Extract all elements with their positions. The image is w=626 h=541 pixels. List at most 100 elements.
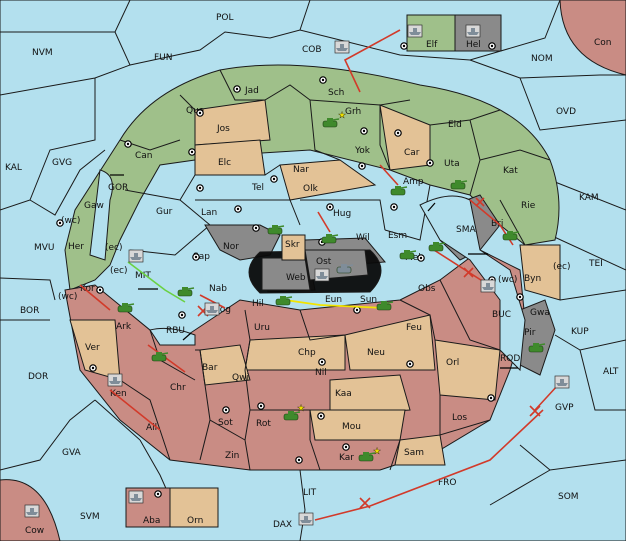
- tank-icon[interactable]: [358, 452, 376, 462]
- tank-icon[interactable]: [275, 296, 293, 306]
- star-icon: ★: [297, 404, 305, 414]
- supply-center-dot: [392, 205, 396, 209]
- tank-icon[interactable]: [117, 303, 135, 313]
- svg-text:Qua: Qua: [186, 106, 204, 116]
- svg-text:NVM: NVM: [32, 48, 53, 58]
- sea-labels: POL NVM FUN COB NOM Con KAL GVG GOR OVD …: [5, 13, 619, 536]
- svg-text:ROD: ROD: [500, 354, 520, 364]
- supply-center-dot: [490, 44, 494, 48]
- svg-text:ALT: ALT: [603, 367, 619, 377]
- tank-icon[interactable]: [428, 242, 446, 252]
- svg-text:Ken: Ken: [110, 389, 127, 399]
- supply-center-dot: [235, 87, 239, 91]
- svg-text:Amp: Amp: [403, 177, 424, 187]
- supply-center-markers: [56, 42, 524, 498]
- region-aba[interactable]: [125, 487, 171, 528]
- ship-icon[interactable]: [298, 512, 314, 526]
- svg-text:Orl: Orl: [446, 358, 459, 368]
- supply-center-dot: [321, 78, 325, 82]
- supply-center-dot: [224, 408, 228, 412]
- tank-icon[interactable]: [502, 231, 520, 241]
- tank-icon[interactable]: [336, 264, 354, 274]
- svg-text:Sun: Sun: [360, 295, 377, 305]
- ship-icon[interactable]: [314, 268, 330, 282]
- svg-text:Sap: Sap: [193, 252, 210, 262]
- svg-text:Kaa: Kaa: [335, 389, 352, 399]
- svg-text:GVP: GVP: [555, 403, 574, 413]
- svg-text:Lan: Lan: [201, 208, 217, 218]
- svg-text:(ec): (ec): [105, 243, 123, 253]
- svg-text:Jos: Jos: [216, 124, 230, 134]
- svg-text:Eun: Eun: [325, 295, 342, 305]
- supply-center-dot: [272, 177, 276, 181]
- svg-text:Elc: Elc: [218, 158, 231, 168]
- tank-icon[interactable]: [399, 250, 417, 260]
- svg-text:Gwa: Gwa: [530, 308, 550, 318]
- supply-center-dot: [180, 313, 184, 317]
- svg-text:SOM: SOM: [558, 492, 579, 502]
- tank-icon[interactable]: [283, 411, 301, 421]
- tank-icon[interactable]: [376, 301, 394, 311]
- land-labels: Jad Sch Grh Qua Jos Eld Can Yok Car Elc …: [68, 40, 550, 526]
- svg-text:Mou: Mou: [342, 422, 361, 432]
- ship-icon[interactable]: [465, 24, 481, 38]
- tank-icon[interactable]: [450, 180, 468, 190]
- svg-text:Rot: Rot: [256, 419, 271, 429]
- tank-icon[interactable]: [390, 186, 408, 196]
- supply-center-dot: [254, 226, 258, 230]
- svg-text:Chr: Chr: [170, 383, 186, 393]
- svg-text:Hil: Hil: [252, 299, 264, 309]
- svg-text:KUP: KUP: [571, 327, 589, 337]
- tank-icon[interactable]: [151, 352, 169, 362]
- svg-text:Her: Her: [68, 242, 84, 252]
- tank-icon[interactable]: [321, 234, 339, 244]
- star-icon: ★: [338, 111, 346, 121]
- svg-text:Sot: Sot: [218, 418, 233, 428]
- svg-text:Eld: Eld: [448, 120, 462, 130]
- svg-text:Grh: Grh: [345, 107, 361, 117]
- region-skr-inner: [281, 234, 306, 261]
- svg-text:COB: COB: [302, 45, 322, 55]
- ship-icon[interactable]: [128, 490, 144, 504]
- svg-text:SVM: SVM: [80, 512, 100, 522]
- supply-center-dot: [156, 492, 160, 496]
- tank-icon[interactable]: [322, 118, 340, 128]
- svg-text:Obs: Obs: [418, 284, 436, 294]
- ship-icon[interactable]: [204, 302, 220, 316]
- tank-icon[interactable]: [177, 287, 195, 297]
- tank-icon[interactable]: [267, 225, 285, 235]
- supply-center-dot: [190, 150, 194, 154]
- svg-text:Con: Con: [594, 38, 612, 48]
- move-orders: [79, 29, 559, 521]
- ship-icon[interactable]: [480, 279, 496, 293]
- ship-icon[interactable]: [24, 504, 40, 518]
- supply-center-dot: [419, 256, 423, 260]
- tank-icon[interactable]: [528, 343, 546, 353]
- svg-text:Kar: Kar: [339, 453, 354, 463]
- svg-text:Nar: Nar: [293, 165, 309, 175]
- ship-icon[interactable]: [128, 249, 144, 263]
- svg-text:Sch: Sch: [328, 88, 344, 98]
- star-icon: ★: [373, 447, 381, 457]
- supply-center-dot: [518, 295, 522, 299]
- svg-text:RBU: RBU: [166, 326, 185, 336]
- ship-icon[interactable]: [407, 24, 423, 38]
- region-ost-inner: [304, 249, 369, 281]
- svg-text:OVD: OVD: [556, 107, 576, 117]
- svg-text:(wc): (wc): [498, 275, 517, 285]
- svg-text:Ver: Ver: [85, 343, 100, 353]
- supply-center-dot: [355, 308, 359, 312]
- svg-text:(wc): (wc): [58, 292, 77, 302]
- svg-text:Bri: Bri: [491, 219, 503, 229]
- ship-icon[interactable]: [334, 40, 350, 54]
- svg-text:Car: Car: [404, 148, 420, 158]
- svg-text:Kor: Kor: [80, 284, 95, 294]
- ship-icon[interactable]: [107, 373, 123, 387]
- supply-center-dot: [236, 207, 240, 211]
- supply-center-dot: [362, 129, 366, 133]
- svg-text:Nil: Nil: [315, 368, 327, 378]
- svg-text:Nog: Nog: [213, 305, 231, 315]
- svg-text:KAL: KAL: [5, 163, 22, 173]
- ship-icon[interactable]: [554, 375, 570, 389]
